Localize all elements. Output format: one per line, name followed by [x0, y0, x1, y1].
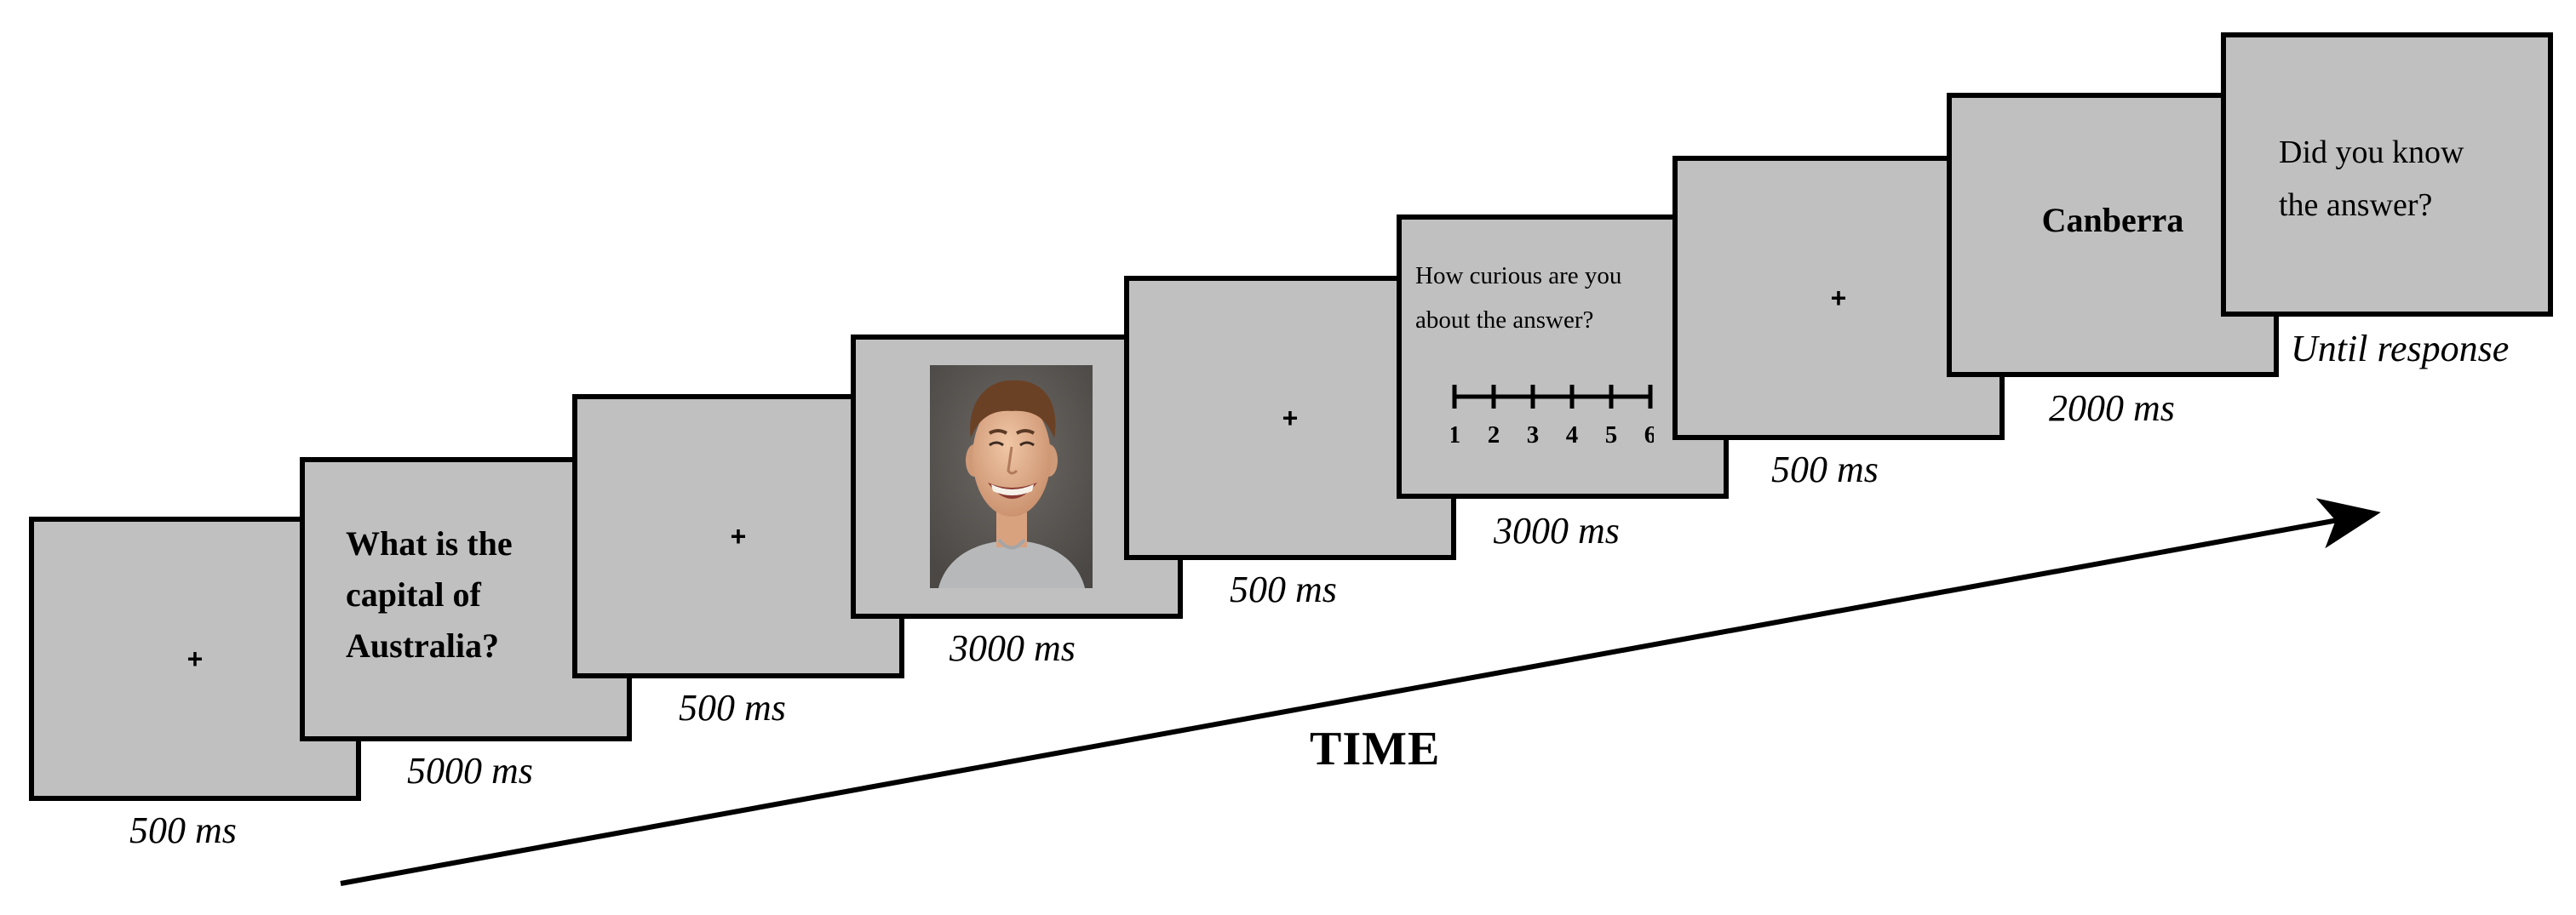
knowledge-question-text: Did you know the answer? [2279, 134, 2464, 223]
scale-label-6: 6 [1644, 421, 1654, 449]
answer-text: Canberra [2041, 201, 2184, 239]
duration-label-6: 3000 ms [1494, 510, 1620, 552]
scale-label-1: 1 [1451, 421, 1460, 449]
fixation-cross: + [186, 643, 204, 674]
duration-label-9: Until response [2291, 328, 2510, 369]
smiling-face-photo [930, 365, 1093, 588]
fixation-cross: + [1830, 283, 1847, 313]
duration-label-5: 500 ms [1230, 569, 1337, 610]
rating-scale: 1 2 3 4 5 6 [1451, 385, 1654, 449]
duration-label-4: 3000 ms [950, 627, 1076, 669]
fixation-cross: + [1282, 403, 1299, 433]
duration-label-7: 500 ms [1771, 449, 1879, 490]
scale-label-2: 2 [1488, 421, 1500, 449]
curiosity-prompt: How curious are you about the answer? [1415, 262, 1622, 334]
scale-label-5: 5 [1605, 421, 1618, 449]
duration-label-1: 500 ms [129, 809, 237, 851]
duration-label-3: 500 ms [679, 687, 786, 729]
duration-label-8: 2000 ms [2049, 387, 2175, 429]
duration-label-2: 5000 ms [407, 750, 533, 792]
trivia-question-text: What is the capital of Australia? [346, 524, 513, 665]
scale-label-3: 3 [1527, 421, 1540, 449]
time-axis-label: TIME [1310, 723, 1441, 775]
knowledge-question-screen: Did you know the answer? [2221, 32, 2553, 317]
trivia-question-screen: What is the capital of Australia? [300, 457, 632, 741]
fixation-screen-2: + [572, 394, 904, 678]
scale-label-4: 4 [1566, 421, 1579, 449]
fixation-cross: + [730, 521, 747, 552]
